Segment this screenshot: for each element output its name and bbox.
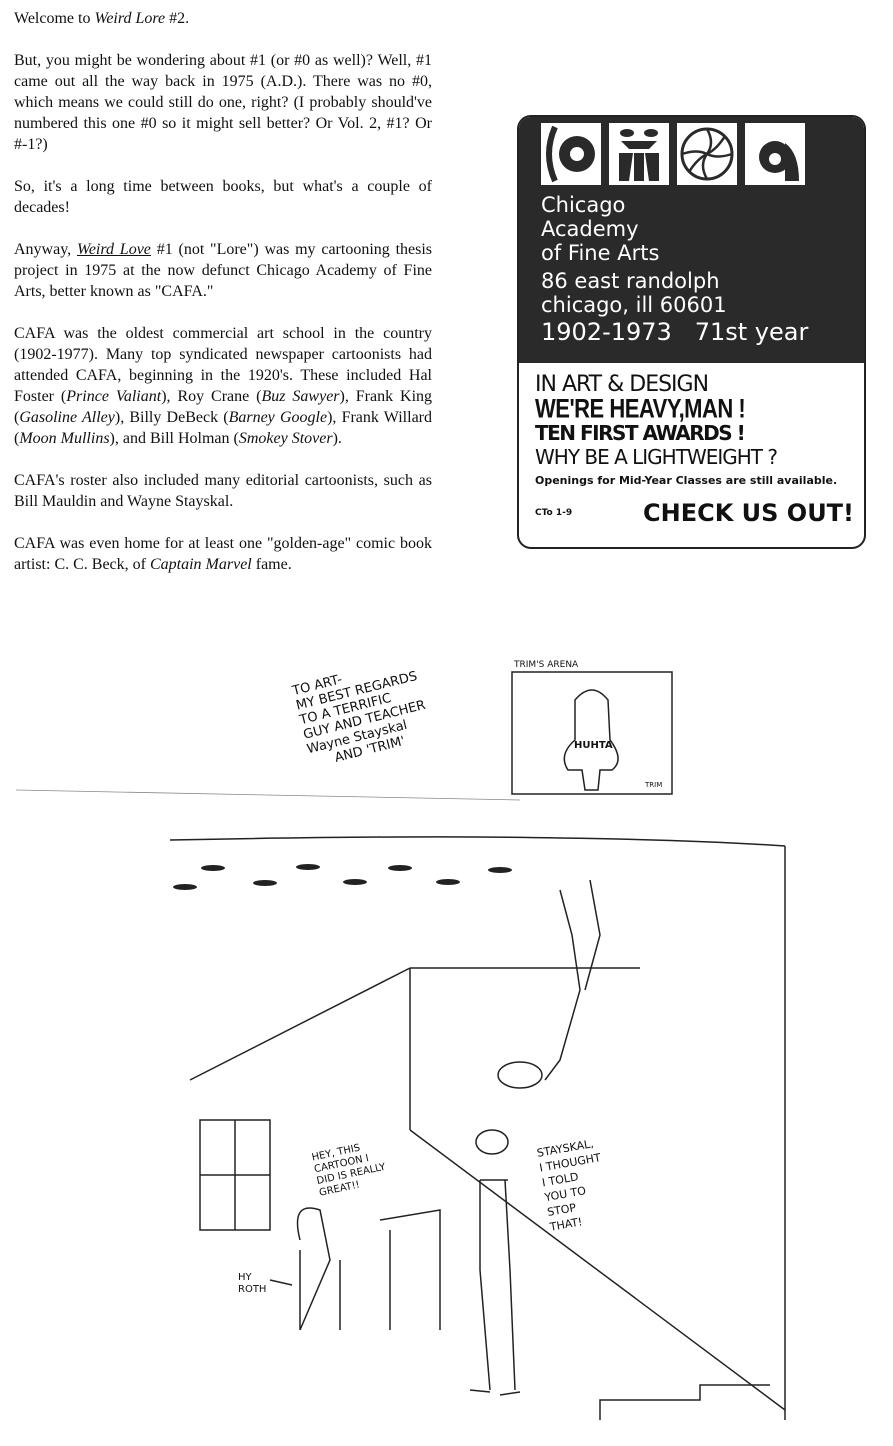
- ad-line-4: WHY BE A LIGHTWEIGHT ?: [535, 445, 778, 469]
- floor-line: [409, 1129, 786, 1411]
- logo-aperture-icon: [677, 123, 737, 185]
- hy-roth-label: HY ROTH: [238, 1272, 267, 1295]
- cafa-advertisement: Chicago Academy of Fine Arts 86 east ran…: [517, 115, 866, 549]
- ad-line-1: IN ART & DESIGN: [535, 372, 709, 397]
- logo-a-icon: [609, 123, 669, 185]
- logo-a2-icon: [745, 123, 805, 185]
- ad-code: CTo 1-9: [535, 508, 573, 518]
- ad-years-line: 1902-1973 71st year: [541, 317, 864, 347]
- ad-year-count: 71st year: [694, 318, 809, 346]
- teacher-figure-icon: [479, 1179, 516, 1391]
- jersey-text: HUHTA: [574, 740, 613, 751]
- ad-line-2: WE'RE HEAVY,MAN !: [535, 393, 746, 424]
- huhta-figure-icon: [563, 689, 619, 791]
- upside-down-man-icon: [544, 879, 601, 1081]
- ad-body: IN ART & DESIGN WE'RE HEAVY,MAN ! TEN FI…: [519, 363, 864, 527]
- stairs-icon: [599, 1384, 770, 1420]
- underline-rule: [15, 789, 521, 801]
- left-wall-top: [189, 967, 411, 1081]
- article-column: Welcome to Weird Lore #2. But, you might…: [14, 8, 432, 596]
- paragraph-welcome: Welcome to Weird Lore #2.: [14, 10, 190, 27]
- ad-address-1: 86 east randolph: [541, 269, 720, 293]
- ad-line-3: TEN FIRST AWARDS !: [535, 421, 746, 445]
- ad-cta: CHECK US OUT!: [643, 499, 854, 527]
- paragraph-golden-age: CAFA was even home for at least one "gol…: [14, 535, 432, 573]
- ad-school-name-2: Academy: [541, 217, 639, 241]
- ad-address-2: chicago, ill 60601: [541, 293, 727, 317]
- paragraph-cafa-history: CAFA was the oldest commercial art schoo…: [14, 325, 433, 447]
- ceiling-line: [169, 836, 786, 847]
- chair-student-icon: [296, 1207, 341, 1331]
- ad-school-name-1: Chicago: [541, 193, 626, 217]
- paragraph-thesis: Anyway, Weird Love #1 (not "Lore") was m…: [14, 241, 433, 300]
- arrow-icon: [269, 1279, 293, 1286]
- ad-school-name-3: of Fine Arts: [541, 241, 660, 265]
- ad-header: Chicago Academy of Fine Arts 86 east ran…: [519, 117, 864, 363]
- trims-arena-frame: [511, 671, 673, 795]
- frame-signature: TRIM: [645, 781, 663, 789]
- teacher-head-icon: [475, 1129, 509, 1155]
- paragraph-issue-one: But, you might be wondering about #1 (or…: [14, 52, 432, 153]
- logo-c-icon: [541, 123, 601, 185]
- cafa-logo: [541, 123, 864, 185]
- footprints-icon: [173, 864, 512, 890]
- frame-title: TRIM'S ARENA: [514, 660, 579, 670]
- paragraph-editorial: CAFA's roster also included many editori…: [14, 472, 432, 510]
- ad-openings: Openings for Mid-Year Classes are still …: [535, 474, 838, 487]
- drafting-table-icon: [379, 1209, 441, 1330]
- paragraph-decades: So, it's a long time between books, but …: [14, 178, 432, 216]
- ad-years: 1902-1973: [541, 318, 672, 346]
